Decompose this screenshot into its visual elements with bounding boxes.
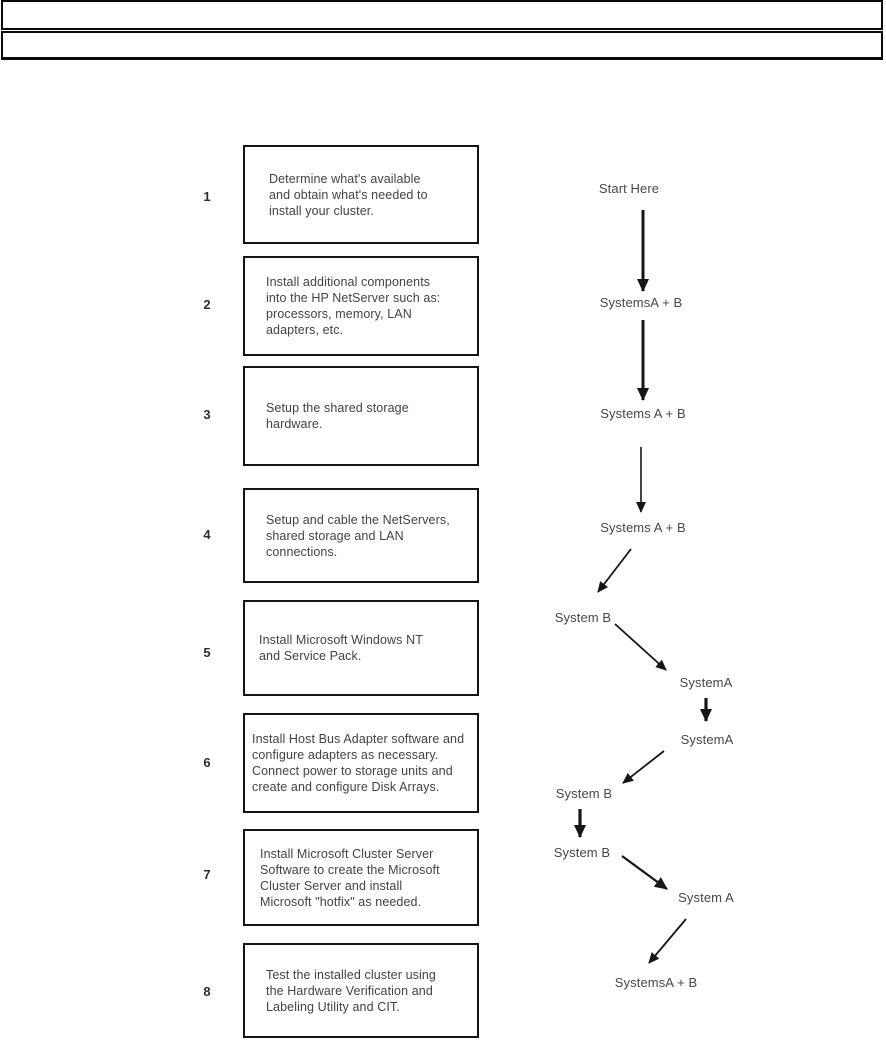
header-rule-row-1: [1, 0, 883, 30]
step-3-number: 3: [203, 407, 211, 422]
step-5-number: 5: [203, 645, 211, 660]
step-1-box: Determine what's available and obtain wh…: [243, 145, 479, 244]
flow-label-system-a-3: System A: [678, 890, 734, 905]
flow-label-system-b-3: System B: [553, 845, 611, 860]
flow-label-systems-ab-2: Systems A + B: [600, 406, 686, 421]
step-8-number: 8: [203, 984, 211, 999]
flow-label-system-a-1: SystemA: [679, 675, 733, 690]
step-3-box: Setup the shared storage hardware.: [243, 366, 479, 466]
step-6-box: Install Host Bus Adapter software and co…: [243, 713, 479, 813]
step-2-text: Install additional components into the H…: [266, 275, 441, 337]
flow-label-system-b-1: System B: [554, 610, 612, 625]
flow-label-systems-ab-1: SystemsA + B: [599, 295, 683, 310]
flow-label-system-b-2: System B: [555, 786, 613, 801]
step-7-text: Install Microsoft Cluster Server Softwar…: [260, 846, 440, 909]
arrow-down-right-9-icon: [621, 855, 668, 890]
step-5-box: Install Microsoft Windows NT and Service…: [243, 600, 479, 696]
step-4-box: Setup and cable the NetServers, shared s…: [243, 488, 479, 583]
step-4-text: Setup and cable the NetServers, shared s…: [266, 512, 450, 559]
step-5-text: Install Microsoft Windows NT and Service…: [259, 633, 423, 663]
step-8-text: Test the installed cluster using the Har…: [266, 967, 436, 1014]
step-3-text: Setup the shared storage hardware.: [266, 401, 409, 431]
step-7-box: Install Microsoft Cluster Server Softwar…: [243, 829, 479, 926]
flow-label-start-here: Start Here: [598, 181, 660, 196]
step-6-number: 6: [203, 755, 211, 770]
arrow-down-left-7-icon: [622, 750, 665, 784]
step-2-number: 2: [203, 297, 211, 312]
header-rule-row-2: [1, 31, 883, 60]
flow-label-systems-ab-4: SystemsA + B: [614, 975, 698, 990]
flow-label-system-a-2: SystemA: [680, 732, 734, 747]
step-1-text: Determine what's available and obtain wh…: [269, 171, 428, 218]
step-2-box: Install additional components into the H…: [243, 256, 479, 356]
arrow-down-left-4-icon: [597, 548, 632, 593]
step-4-number: 4: [203, 527, 211, 542]
arrow-down-left-10-icon: [648, 918, 687, 964]
step-8-box: Test the installed cluster using the Har…: [243, 943, 479, 1038]
arrow-down-right-5-icon: [614, 623, 667, 671]
flow-label-systems-ab-3: Systems A + B: [600, 520, 686, 535]
step-1-number: 1: [203, 189, 211, 204]
step-7-number: 7: [203, 867, 211, 882]
step-6-text: Install Host Bus Adapter software and co…: [252, 732, 465, 794]
